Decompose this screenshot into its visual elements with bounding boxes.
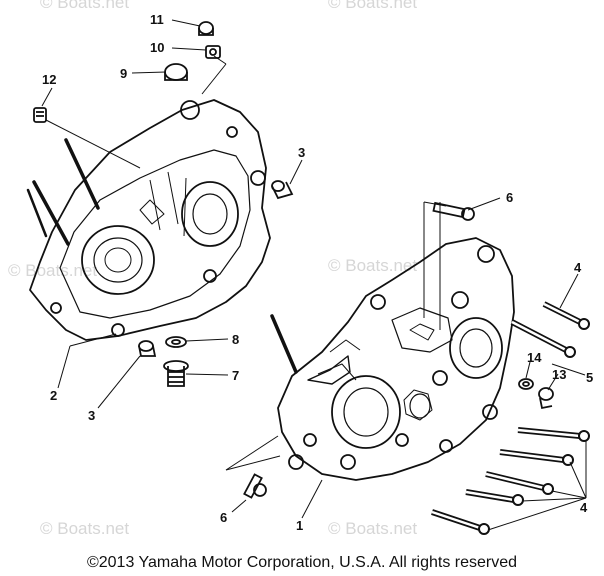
- part-4-bolt-lower-3: [485, 471, 554, 495]
- part-4-bolt-lower-5: [431, 509, 490, 535]
- callout-13: 13: [552, 367, 566, 382]
- part-6-screw-upper: [432, 201, 475, 221]
- long-bolts: [431, 301, 590, 535]
- watermark: © Boats.net: [328, 0, 417, 12]
- callout-14: 14: [527, 350, 542, 365]
- callout-1: 1: [296, 518, 303, 533]
- right-stud: [270, 314, 298, 374]
- part-7-drain-plug: [163, 360, 189, 387]
- left-crankcase-half: [29, 99, 271, 341]
- watermark: © Boats.net: [40, 0, 129, 12]
- watermark: © Boats.net: [40, 519, 129, 538]
- callout-9: 9: [120, 66, 127, 81]
- callout-10: 10: [150, 40, 164, 55]
- small-parts: [33, 21, 554, 499]
- part-12-screw: [33, 107, 47, 123]
- callout-6-upper: 6: [506, 190, 513, 205]
- right-crankcase-half: [277, 237, 515, 481]
- callout-7: 7: [232, 368, 239, 383]
- callout-3-upper: 3: [298, 145, 305, 160]
- part-6-screw-lower: [243, 473, 267, 499]
- watermark: © Boats.net: [8, 261, 97, 280]
- callout-4-lower: 4: [580, 500, 588, 515]
- part-5-bolt: [510, 319, 576, 358]
- part-8-washer: [165, 336, 187, 348]
- copyright-notice: ©2013 Yamaha Motor Corporation, U.S.A. A…: [86, 554, 518, 571]
- callout-12: 12: [42, 72, 56, 87]
- left-studs: [26, 138, 100, 246]
- callout-4-upper: 4: [574, 260, 582, 275]
- part-3-dowel-lower: [138, 340, 157, 357]
- leader-lines: [41, 19, 587, 531]
- watermark-layer: © Boats.net © Boats.net © Boats.net © Bo…: [8, 0, 417, 538]
- part-14-washer: [518, 378, 534, 390]
- watermark: © Boats.net: [328, 519, 417, 538]
- callout-3-lower: 3: [88, 408, 95, 423]
- part-10-fitting: [205, 45, 221, 59]
- callout-labels: 11 10 9 12 3 8 7 2 3 6 4 14 13 5 6 1 4: [42, 12, 593, 533]
- part-11-cap: [198, 21, 214, 36]
- callout-11: 11: [150, 12, 164, 27]
- callout-8: 8: [232, 332, 239, 347]
- part-13-bolt: [538, 387, 554, 410]
- part-4-bolt-lower-1: [517, 427, 590, 442]
- part-4-bolt-top: [542, 301, 590, 330]
- callout-2: 2: [50, 388, 57, 403]
- part-4-bolt-lower-2: [499, 449, 574, 466]
- part-3-dowel-upper: [271, 180, 294, 200]
- callout-5: 5: [586, 370, 593, 385]
- callout-6-lower: 6: [220, 510, 227, 525]
- watermark: © Boats.net: [328, 256, 417, 275]
- part-9-plug: [164, 63, 188, 81]
- part-4-bolt-lower-4: [465, 489, 524, 506]
